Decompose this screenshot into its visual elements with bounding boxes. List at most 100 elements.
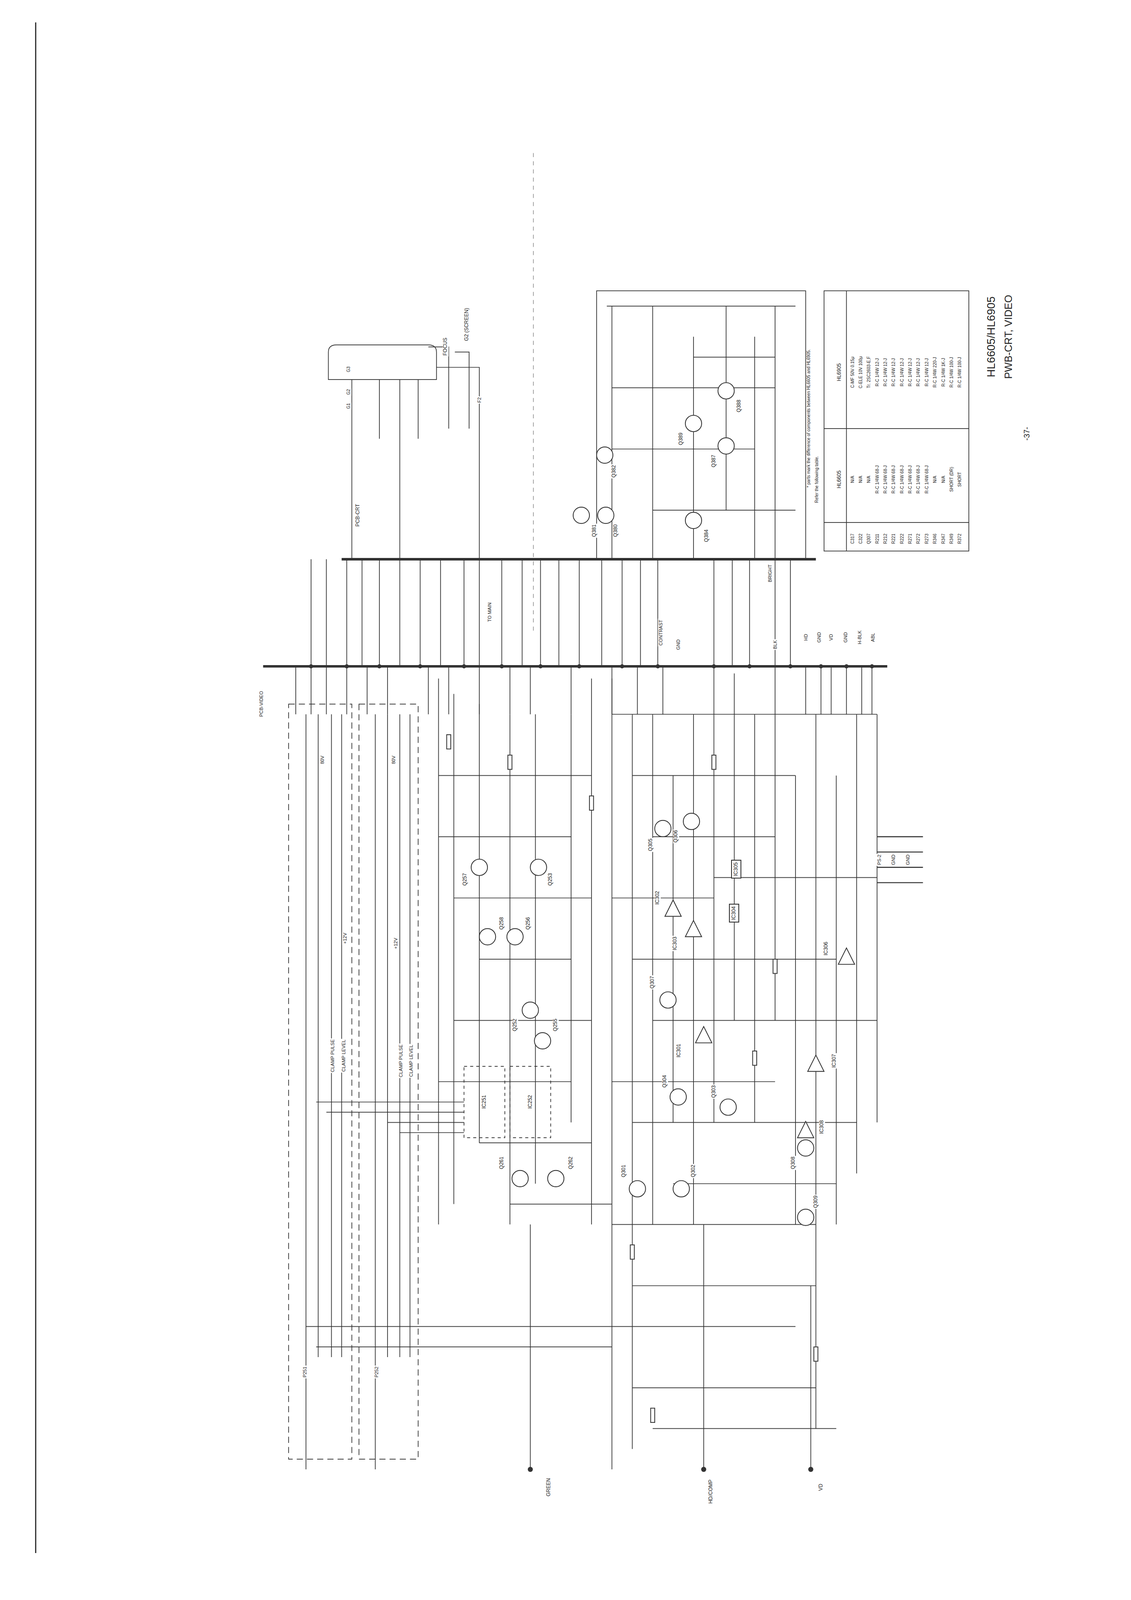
schematic-label: Q258 — [498, 915, 505, 930]
schematic-label: BLK — [772, 639, 779, 651]
ic-box: IC304 — [728, 903, 740, 923]
schematic-label: Q255 — [552, 1017, 559, 1032]
schematic-label: Q382 — [611, 463, 618, 479]
table-cell: Q307 — [866, 532, 872, 545]
schematic-label: Q384 — [703, 528, 710, 543]
table-cell: R272 — [916, 532, 922, 545]
table-cell: R349 — [949, 532, 955, 545]
table-cell: N/A — [932, 475, 938, 484]
table-cell: R372 — [957, 532, 963, 545]
schematic-label: Q252 — [512, 1017, 519, 1032]
title-text: HL6605/HL6905 — [985, 295, 998, 378]
schematic-label: BRIGHT — [767, 563, 773, 583]
schematic-label: CONTRAST — [658, 618, 664, 647]
schematic-label: Q308 — [790, 1155, 797, 1170]
schematic-label: FOCUS — [442, 336, 449, 357]
schematic-label: GREEN — [545, 1477, 552, 1498]
schematic-label: Q253 — [547, 871, 554, 887]
schematic-label: 80V — [319, 754, 326, 765]
schematic-label: IC307 — [831, 1052, 838, 1069]
table-cell: R-C 1/4W 12-J — [891, 357, 897, 388]
table-cell: HL6905 — [836, 362, 843, 382]
table-cell: R-C 1/4W 100-J — [949, 355, 955, 389]
schematic-label: P252 — [373, 1365, 379, 1379]
table-cell: SHORT — [957, 471, 963, 488]
schematic-label: +12V — [341, 931, 348, 945]
schematic-label: Q257 — [462, 871, 469, 887]
table-cell: Tr. 2SC2603-E,F — [866, 355, 872, 390]
schematic-label: Q380 — [612, 523, 619, 538]
title-text: PWB-CRT, VIDEO — [1002, 293, 1015, 380]
table-cell: N/A — [858, 475, 864, 484]
schematic-label: Q261 — [498, 1155, 505, 1170]
table-cell: Refer the following table. — [814, 454, 820, 504]
schematic-label: Q387 — [711, 453, 718, 468]
schematic-label: Q305 — [647, 837, 654, 852]
schematic-label: G3 — [346, 365, 352, 373]
schematic-label: PCB-CRT — [355, 502, 362, 528]
table-cell: R-C 1/4W 68-J — [891, 464, 897, 495]
ic-label: IC304 — [731, 906, 738, 920]
schematic-label: IC252 — [527, 1093, 534, 1110]
schematic-label: P251 — [302, 1365, 308, 1379]
schematic-label: IC308 — [819, 1119, 825, 1135]
schematic-label: IC302 — [654, 889, 661, 906]
schematic-label: Q256 — [525, 915, 532, 930]
table-cell: R-C 1/4W 68-J — [899, 464, 905, 495]
schematic-label: IC303 — [672, 935, 679, 951]
table-cell: N/A — [850, 475, 856, 484]
title-text: -37- — [1022, 425, 1032, 442]
table-cell: C322 — [858, 532, 864, 545]
table-cell: SHORT (DR) — [949, 466, 955, 493]
table-cell: R222 — [899, 532, 905, 545]
schematic-label: F2 — [476, 396, 483, 404]
schematic-label: CLAMP LEVEL — [341, 1038, 347, 1073]
table-cell: R221 — [891, 532, 897, 545]
schematic-label: G2 — [346, 387, 352, 396]
table-cell: R-C 1/4W 1K-J — [941, 357, 947, 388]
schematic-label: Q306 — [673, 829, 680, 844]
table-cell: N/A — [866, 475, 872, 484]
table-cell: R212 — [883, 532, 889, 545]
schematic-label: H-BLK — [856, 629, 863, 645]
schematic-label: GND — [890, 853, 897, 866]
table-cell: R271 — [907, 532, 913, 545]
schematic-label: G1 — [346, 402, 352, 410]
table-cell: R-C 1/4W 68-J — [907, 464, 913, 495]
schematic-label: GND — [675, 638, 682, 651]
table-cell: * parts mark the difference of component… — [806, 348, 812, 489]
schematic-label: Q301 — [620, 1163, 627, 1178]
table-cell: R-C 1/4W 68-J — [916, 464, 922, 495]
schematic-label: IC301 — [676, 1042, 683, 1059]
table-cell: N/A — [941, 475, 947, 484]
schematic-label: CLAMP PULSE — [398, 1043, 404, 1079]
schematic-label: GND — [816, 631, 822, 644]
schematic-label: VD — [828, 633, 834, 642]
table-cell: R-C 1/4W 220-J — [932, 355, 938, 389]
ic-box: IC305 — [731, 859, 742, 879]
schematic-label: PCB-VIDEO — [258, 690, 264, 718]
schematic-label: CLAMP PULSE — [329, 1038, 336, 1073]
schematic-label: Q389 — [678, 431, 685, 446]
table-cell: R-C 1/4W 12-J — [916, 357, 922, 388]
table-cell: R-C 1/4W 12-J — [874, 357, 881, 388]
table-cell: R-C 1/4W 12-J — [907, 357, 913, 388]
schematic-label: Q262 — [568, 1155, 575, 1170]
ic-label: IC305 — [733, 862, 740, 876]
table-cell: R-C 1/4W 12-J — [899, 357, 905, 388]
table-cell: R211 — [874, 532, 881, 545]
table-cell: R-C 1/4W 12-J — [883, 357, 889, 388]
table-cell: R273 — [924, 532, 930, 545]
schematic-label: Q304 — [661, 1073, 668, 1088]
schematic-label: TO MAIN — [486, 601, 493, 623]
schematic-label: HD — [802, 633, 809, 642]
table-cell: R347 — [941, 532, 947, 545]
schematic-label: IC251 — [481, 1093, 488, 1110]
table-cell: HL6605 — [836, 469, 843, 490]
table-cell: R-C 1/4W 68-J — [924, 464, 930, 495]
schematic-label: Q309 — [813, 1194, 820, 1209]
schematic-label: Q381 — [591, 523, 598, 538]
schematic-label: IC306 — [823, 940, 830, 957]
